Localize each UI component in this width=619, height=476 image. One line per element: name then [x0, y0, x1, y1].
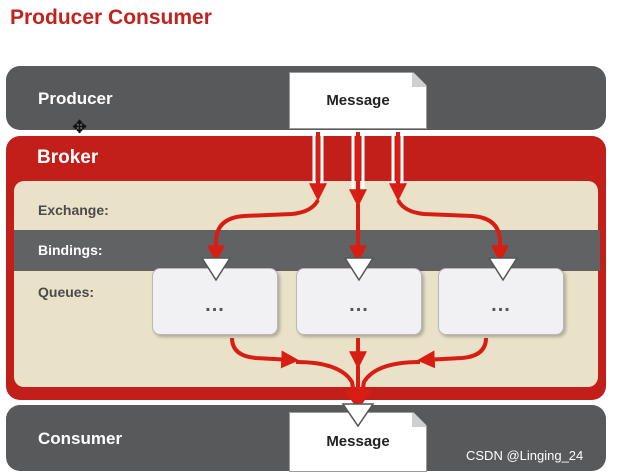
producer-label: Producer [38, 89, 113, 108]
broker-label: Broker [37, 147, 99, 168]
watermark: CSDN @Linging_24 [466, 448, 584, 463]
bindings-label: Bindings: [38, 242, 103, 258]
move-cursor-icon: ✥ [72, 117, 88, 137]
consumer-message-document: Message [289, 412, 427, 472]
queue-box-2: ... [296, 268, 422, 335]
page-title: Producer Consumer [10, 6, 212, 29]
consumer-message-label: Message [326, 433, 390, 450]
consumer-label: Consumer [38, 429, 123, 448]
producer-message-label: Message [326, 92, 390, 109]
exchange-label: Exchange: [38, 202, 109, 218]
producer-message-document: Message [289, 72, 427, 129]
queue-label: ... [349, 294, 369, 316]
queue-box-3: ... [438, 268, 564, 335]
queue-label: ... [205, 294, 225, 316]
queues-label: Queues: [38, 284, 95, 300]
queue-label: ... [491, 294, 511, 316]
queue-box-1: ... [152, 268, 278, 335]
